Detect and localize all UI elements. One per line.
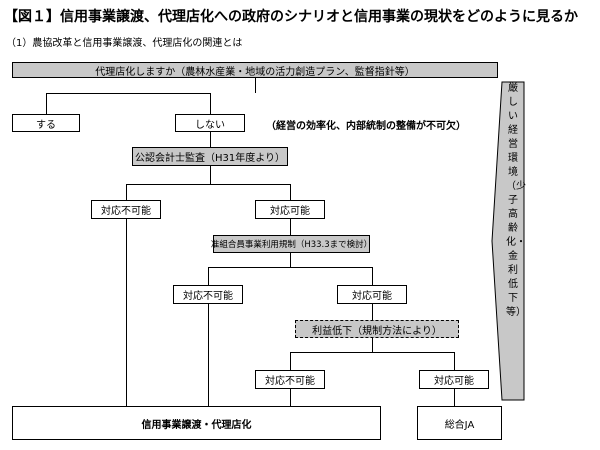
connector bbox=[126, 184, 127, 200]
side-label: 厳しい経営環境（少子高齢化・金利低下等） bbox=[506, 83, 526, 318]
connector bbox=[290, 352, 454, 353]
cannot-respond-box-2: 対応不可能 bbox=[173, 285, 243, 304]
connector bbox=[290, 352, 291, 370]
connector bbox=[208, 267, 372, 268]
connector bbox=[210, 166, 211, 184]
connector bbox=[290, 253, 291, 267]
connector bbox=[255, 78, 256, 93]
connector bbox=[372, 338, 373, 352]
figure-subtitle: （1）農協改革と信用事業譲渡、代理店化の関連とは bbox=[6, 38, 243, 49]
audit-box: 公認会計士監査（H31年度より） bbox=[132, 147, 288, 166]
connector bbox=[210, 132, 211, 147]
connector bbox=[46, 93, 47, 114]
cannot-respond-box-3: 対応不可能 bbox=[255, 370, 325, 389]
no-box: しない bbox=[175, 114, 245, 132]
outcome-transfer-box: 信用事業譲渡・代理店化 bbox=[12, 406, 381, 440]
agency-question-box: 代理店化しますか（農林水産業・地域の活力創造プラン、監督指針等） bbox=[12, 62, 498, 78]
profit-decline-box: 利益低下（規制方法により） bbox=[295, 320, 459, 338]
connector bbox=[290, 219, 291, 235]
yes-box: する bbox=[12, 114, 80, 132]
connector bbox=[208, 267, 209, 285]
cannot-respond-box-1: 対応不可能 bbox=[91, 200, 161, 219]
connector bbox=[372, 267, 373, 285]
connector bbox=[210, 93, 211, 114]
can-respond-box-2: 対応可能 bbox=[337, 285, 407, 304]
connector bbox=[126, 184, 290, 185]
connector bbox=[290, 389, 291, 406]
no-condition-note: （経営の効率化、内部統制の整備が不可欠） bbox=[266, 121, 466, 132]
connector bbox=[454, 389, 455, 406]
connector bbox=[46, 93, 210, 94]
figure-title: 【図１】信用事業譲渡、代理店化への政府のシナリオと信用事業の現状をどのように見る… bbox=[4, 9, 578, 25]
connector bbox=[208, 304, 209, 406]
quasi-member-regulation-box: 准組合員事業利用規制（H33.3まで検討） bbox=[211, 235, 372, 253]
can-respond-box-3: 対応可能 bbox=[419, 370, 489, 389]
connector bbox=[290, 184, 291, 200]
outcome-general-ja-box: 総合JA bbox=[417, 406, 502, 440]
connector bbox=[126, 219, 127, 406]
can-respond-box-1: 対応可能 bbox=[255, 200, 325, 219]
connector bbox=[372, 304, 373, 320]
connector bbox=[454, 352, 455, 370]
